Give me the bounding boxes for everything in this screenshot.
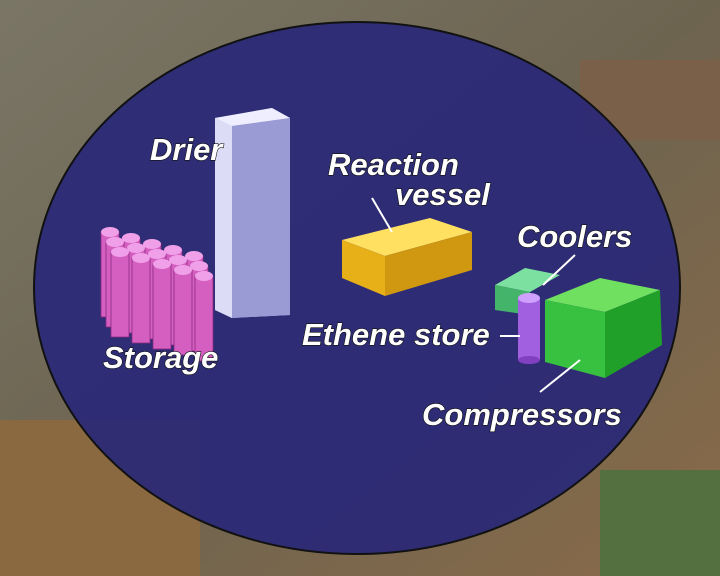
label-storage: Storage [103,340,218,375]
highlight-ellipse [33,21,681,555]
ethene-store [518,293,540,364]
field-bottom-right [600,470,720,576]
storage-silo [173,265,193,356]
reaction-vessel [342,218,472,296]
label-reaction: Reaction [328,147,459,182]
label-drier: Drier [150,132,224,167]
compressors [545,278,662,378]
storage-silos [100,227,214,362]
label-vessel: vessel [395,177,491,212]
storage-silo [110,247,130,338]
storage-silo [131,253,151,344]
leader-lines [371,197,581,393]
storage-silo [152,259,172,350]
drier-tower [215,108,290,318]
storage-silo [194,271,214,362]
label-compressors: Compressors [422,397,622,432]
label-coolers: Coolers [517,219,632,254]
label-ethene-store: Ethene store [302,317,490,352]
